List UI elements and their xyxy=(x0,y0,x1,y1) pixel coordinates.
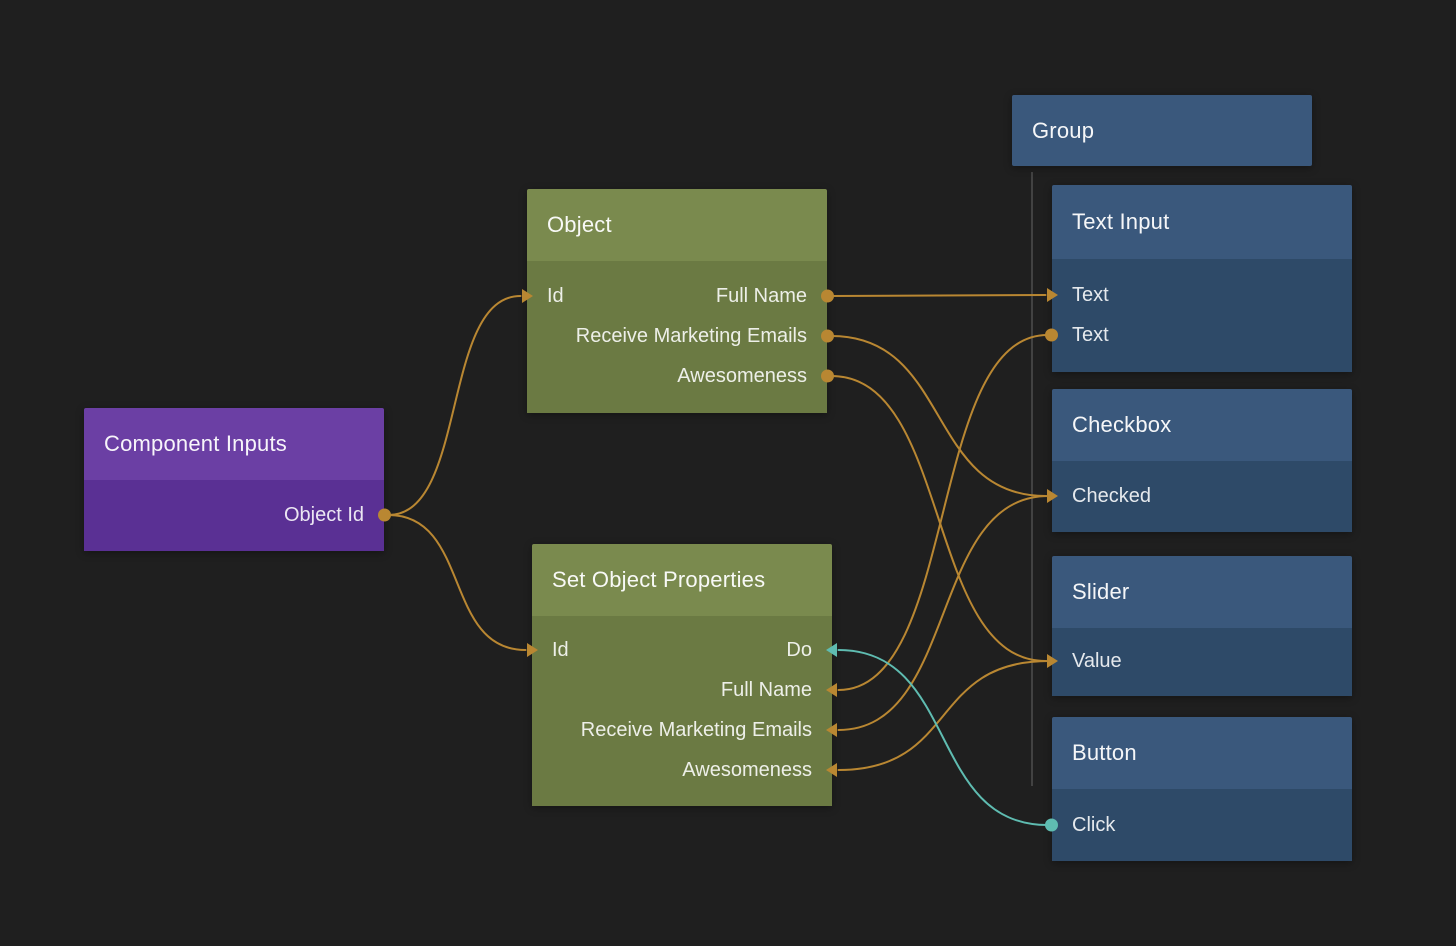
signal-input-port-do[interactable] xyxy=(826,643,837,657)
port-row-value: Value xyxy=(1047,641,1352,681)
output-port-full-name[interactable] xyxy=(821,289,834,303)
port-label: Text xyxy=(1072,323,1109,346)
input-port-receive-marketing-emails[interactable] xyxy=(826,723,837,737)
node-title: Button xyxy=(1072,740,1137,765)
input-port-full-name[interactable] xyxy=(826,683,837,697)
signal-output-port-click[interactable] xyxy=(1045,818,1058,832)
connection-wire xyxy=(830,335,1047,497)
node-set-object-properties-header: Set Object Properties xyxy=(532,544,832,616)
node-button[interactable]: Button Click xyxy=(1045,717,1352,861)
node-title: Group xyxy=(1032,117,1095,143)
port-label: Do xyxy=(786,638,812,661)
port-label: Checked xyxy=(1072,484,1151,507)
group-children-indent-line xyxy=(1031,172,1033,786)
node-object[interactable]: Object Id Full Name Receive Marketing Em… xyxy=(522,189,834,413)
node-title: Component Inputs xyxy=(104,431,287,456)
port-label: Object Id xyxy=(283,503,364,526)
output-port-object-id[interactable] xyxy=(378,508,391,522)
node-title: Slider xyxy=(1072,579,1130,604)
connection-wire xyxy=(830,375,1047,662)
connection-wire xyxy=(830,294,1047,297)
port-label: Full Name xyxy=(720,678,812,701)
port-row-id-do: Id Do xyxy=(527,630,837,670)
node-group-header: Group xyxy=(1012,95,1312,166)
port-row-full-name: Full Name xyxy=(532,670,837,710)
port-label: Receive Marketing Emails xyxy=(580,718,812,741)
node-title: Checkbox xyxy=(1072,412,1172,437)
input-port-id[interactable] xyxy=(522,289,533,303)
input-port-awesomeness[interactable] xyxy=(826,763,837,777)
node-object-header: Object xyxy=(527,189,827,261)
node-component-inputs[interactable]: Component Inputs Object Id xyxy=(84,408,391,551)
node-set-object-properties[interactable]: Set Object Properties Id Do Full Name Re… xyxy=(527,544,837,806)
connection-wire xyxy=(387,295,522,516)
node-checkbox[interactable]: Checkbox Checked xyxy=(1047,389,1352,532)
connection-wire xyxy=(837,660,1050,771)
node-slider[interactable]: Slider Value xyxy=(1047,556,1352,696)
port-row-id-fullname: Id Full Name xyxy=(522,276,834,316)
port-row-text-out: Text xyxy=(1045,315,1352,355)
connection-wire xyxy=(387,514,527,651)
node-group[interactable]: Group xyxy=(1012,95,1312,166)
node-text-input[interactable]: Text Input Text Text xyxy=(1045,185,1352,372)
output-port-awesomeness[interactable] xyxy=(821,369,834,383)
port-label: Text xyxy=(1072,283,1109,306)
node-text-input-header: Text Input xyxy=(1052,185,1352,259)
port-row-receive-marketing-emails: Receive Marketing Emails xyxy=(532,710,837,750)
port-label: Id xyxy=(552,638,569,661)
node-title: Set Object Properties xyxy=(552,567,766,592)
port-row-awesomeness: Awesomeness xyxy=(532,750,837,790)
port-label: Receive Marketing Emails xyxy=(575,324,807,347)
output-port-receive-marketing-emails[interactable] xyxy=(821,329,834,343)
port-label: Value xyxy=(1072,649,1122,672)
output-port-text[interactable] xyxy=(1045,328,1058,342)
port-row-text-in: Text xyxy=(1047,275,1352,315)
port-label: Awesomeness xyxy=(682,758,812,781)
port-row-object-id: Object Id xyxy=(84,495,391,535)
input-port-text[interactable] xyxy=(1047,288,1058,302)
node-component-inputs-header: Component Inputs xyxy=(84,408,384,480)
node-title: Object xyxy=(547,212,612,237)
port-row-receive-marketing-emails: Receive Marketing Emails xyxy=(527,316,834,356)
connection-wire xyxy=(837,334,1049,691)
port-checked[interactable] xyxy=(1047,489,1058,503)
input-port-id[interactable] xyxy=(527,643,538,657)
node-button-header: Button xyxy=(1052,717,1352,789)
port-label: Full Name xyxy=(715,284,807,307)
port-label: Awesomeness xyxy=(677,364,807,387)
node-slider-header: Slider xyxy=(1052,556,1352,628)
node-checkbox-header: Checkbox xyxy=(1052,389,1352,461)
port-row-awesomeness: Awesomeness xyxy=(527,356,834,396)
port-label: Id xyxy=(547,284,564,307)
port-row-checked: Checked xyxy=(1047,476,1352,516)
port-label: Click xyxy=(1072,813,1116,836)
connection-wire xyxy=(837,495,1050,731)
port-row-click: Click xyxy=(1045,805,1352,845)
node-title: Text Input xyxy=(1072,209,1170,234)
connection-wire xyxy=(837,649,1049,826)
port-value[interactable] xyxy=(1047,654,1058,668)
